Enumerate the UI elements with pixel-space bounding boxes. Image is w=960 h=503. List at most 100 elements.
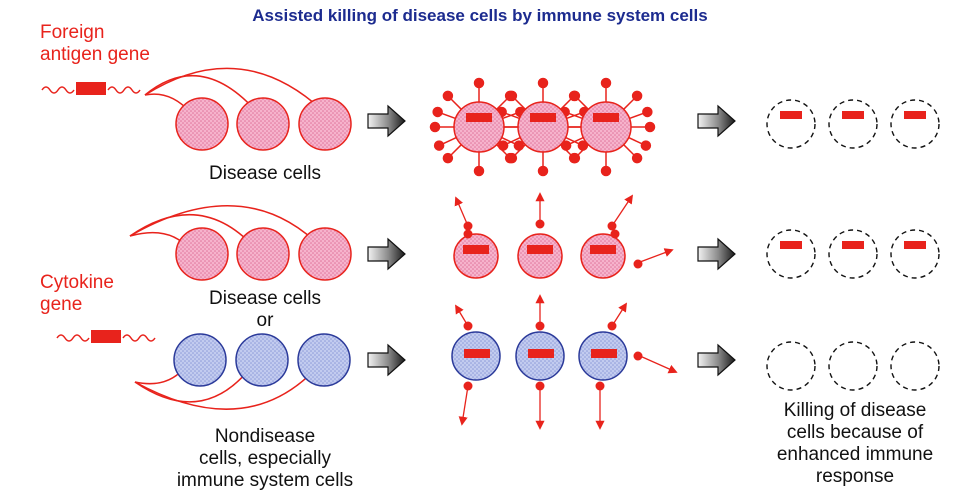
cytokine-dot (633, 259, 643, 269)
block-arrow-right-icon (697, 343, 736, 377)
cytokine-disease-cell (517, 233, 563, 279)
cytokine-dot (607, 321, 617, 331)
cytokine-dot (607, 221, 617, 231)
killed-cell (890, 341, 940, 391)
antigen-tip (433, 140, 445, 151)
cytokine-arrow (611, 194, 634, 227)
cytokine-arrow (454, 196, 469, 227)
cytokine-secreting-disease-cells (453, 233, 626, 279)
cytokine-arrow (639, 355, 678, 374)
disease-cells-row2 (175, 227, 352, 281)
antigen-tip (631, 152, 643, 164)
disease-cell (175, 97, 229, 151)
antigen-tip (429, 121, 441, 133)
killing-line3: enhanced immune (776, 444, 934, 465)
killed-cell (828, 341, 878, 391)
disease-cells-mid-text: Disease cells (209, 288, 321, 309)
antigen-tip (600, 165, 612, 177)
block-arrow-right-icon (367, 104, 406, 138)
cytokine-dot (595, 381, 605, 391)
antigen-tip (537, 77, 549, 89)
disease-cells-label-mid: Disease cells or (175, 288, 355, 332)
nondisease-line3: immune system cells (176, 470, 354, 491)
antigen-presenting-cell (453, 101, 505, 153)
block-arrow-right-icon (697, 237, 736, 271)
gene-squiggle-icon (56, 330, 156, 343)
disease-cell (175, 227, 229, 281)
cytokine-label-line2: gene (40, 294, 83, 315)
killed-cell (766, 99, 816, 149)
antigen-tip (473, 165, 485, 177)
killing-line4: response (815, 466, 895, 487)
killed-cell (766, 341, 816, 391)
killed-cell (890, 99, 940, 149)
killed-cell (828, 99, 878, 149)
cytokine-dot (633, 351, 643, 361)
killed-cell (766, 229, 816, 279)
antigen-tip (631, 90, 643, 102)
cytokine-dot (535, 321, 545, 331)
block-arrow-right-icon (367, 343, 406, 377)
antigen-markers (463, 113, 619, 358)
nondisease-line2: cells, especially (199, 448, 331, 469)
antigen-tip (569, 152, 581, 164)
cytokine-arrow (458, 385, 469, 426)
killed-cells (766, 99, 940, 391)
antigen-tip (442, 90, 454, 102)
killed-cell (890, 229, 940, 279)
disease-cell (298, 227, 352, 281)
gene-squiggle-icon (41, 82, 141, 95)
immune-cell (235, 333, 289, 387)
antigen-presenting-cells (453, 101, 632, 153)
immune-cell (297, 333, 351, 387)
cytokine-arrow (639, 248, 674, 263)
antigen-tip (506, 152, 518, 164)
killing-line1: Killing of disease (783, 400, 927, 421)
foreign-label-line1: Foreign (40, 22, 105, 43)
antigen-tip (642, 106, 653, 118)
antigen-tip (537, 165, 549, 177)
cytokine-dot (463, 221, 473, 231)
cytokine-dots (463, 219, 643, 391)
immune-cells-row3 (173, 333, 351, 387)
antigen-tip (600, 77, 612, 89)
antigen-presenting-cell (517, 101, 569, 153)
cytokine-label-line1: Cytokine (40, 272, 114, 293)
foreign-antigen-gene-label: Foreign antigen gene (40, 22, 150, 66)
diagram-title: Assisted killing of disease cells by imm… (252, 6, 708, 25)
antigen-presenting-cell (580, 101, 632, 153)
or-text: or (256, 310, 274, 331)
antigen-tip (432, 106, 443, 118)
cytokine-disease-cell (580, 233, 626, 279)
disease-cells-label-top: Disease cells (209, 163, 321, 184)
gene-transfer-arrows-row1 (144, 67, 324, 114)
antigen-tip (569, 90, 581, 102)
cytokine-gene-label: Cytokine gene (40, 272, 114, 316)
residual-antigen-markers (780, 111, 926, 249)
cytokine-dot (610, 229, 620, 239)
killing-result-label: Killing of disease cells because of enha… (755, 400, 955, 488)
cytokine-dot (535, 381, 545, 391)
disease-cell (236, 97, 290, 151)
antigen-tip (497, 140, 509, 151)
cytokine-release-arrows (454, 192, 678, 430)
cytokine-dot (535, 219, 545, 229)
antigen-tip (473, 77, 485, 89)
killed-cell (828, 229, 878, 279)
killing-line2: cells because of (786, 422, 924, 443)
block-arrow-right-icon (367, 237, 406, 271)
disease-cell (298, 97, 352, 151)
antigen-tip (506, 90, 518, 102)
antigen-tip (640, 140, 652, 151)
antigen-tip (442, 152, 454, 164)
nondisease-cells-label: Nondisease cells, especially immune syst… (150, 426, 380, 492)
cytokine-dot (463, 381, 473, 391)
foreign-label-line2: antigen gene (40, 44, 150, 65)
disease-cells-row1 (175, 97, 352, 151)
disease-cell (236, 227, 290, 281)
antigen-tip (560, 140, 572, 151)
block-arrow-right-icon (697, 104, 736, 138)
cytokine-dot (463, 321, 473, 331)
gene-transfer-arrows-row3 (134, 358, 324, 410)
